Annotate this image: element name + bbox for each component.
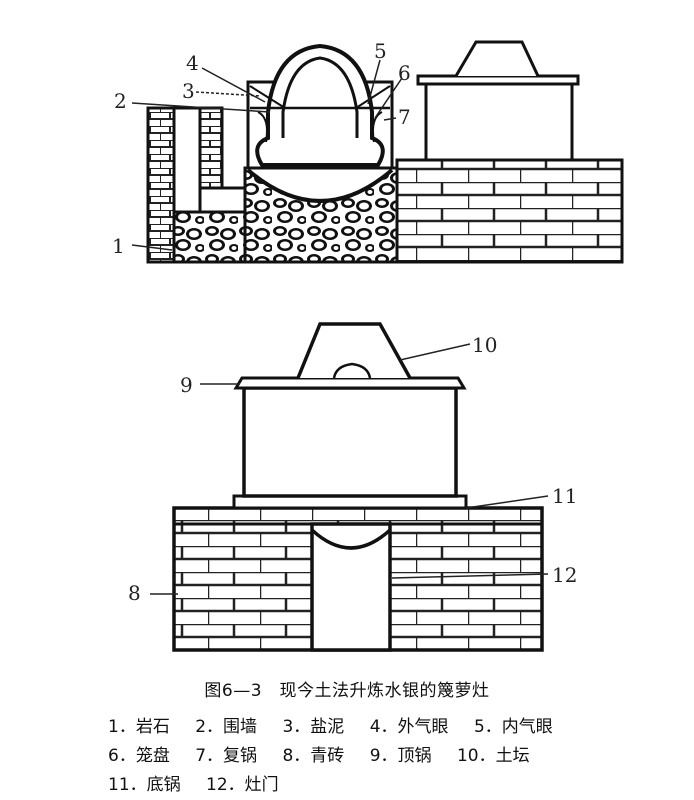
stove-door <box>310 522 392 652</box>
legend-item: 10．土坛 <box>456 746 530 766</box>
brick-column-inner <box>198 106 224 190</box>
right-pot-body <box>424 80 574 162</box>
bottom-pot <box>232 494 468 510</box>
legend-line-3: 11．底锅 12．灶门 <box>108 770 299 795</box>
callout-5: 5 <box>374 39 387 63</box>
callout-3: 3 <box>182 79 195 103</box>
callout-1: 1 <box>112 234 125 258</box>
elevation-diagram: 8 9 10 11 12 <box>128 322 577 652</box>
legend-item: 9．顶锅 <box>369 746 432 766</box>
callout-12: 12 <box>552 563 577 587</box>
legend-item: 2．围墙 <box>195 717 258 737</box>
legend-item: 6．笼盘 <box>108 746 170 766</box>
upper-pot <box>255 43 385 167</box>
right-pot-lid <box>454 40 540 77</box>
rock-fill-left <box>172 210 248 264</box>
pot-body <box>242 386 458 498</box>
brick-base-right <box>395 158 624 264</box>
legend-item: 4．外气眼 <box>369 717 449 737</box>
legend-line-2: 6．笼盘 7．复锅 8．青砖 9．顶锅 10．土坛 <box>108 741 550 766</box>
legend-item: 8．青砖 <box>282 746 345 766</box>
section-diagram: 1 2 3 4 5 6 7 <box>112 39 624 264</box>
legend-item: 5．内气眼 <box>473 717 553 737</box>
figure-caption: 图6—3 现今土法升炼水银的篾萝灶 <box>204 681 490 701</box>
legend-item: 1．岩石 <box>108 717 170 737</box>
callout-8: 8 <box>128 581 141 605</box>
callout-4: 4 <box>186 51 199 75</box>
top-pot <box>233 376 467 390</box>
callout-9: 9 <box>180 373 193 397</box>
legend-item: 7．复锅 <box>195 746 258 766</box>
legend-item: 3．盐泥 <box>282 717 345 737</box>
callout-10: 10 <box>472 333 497 357</box>
callout-2: 2 <box>114 89 127 113</box>
legend-item: 12．灶门 <box>206 775 279 795</box>
callout-7: 7 <box>398 105 411 129</box>
callout-11: 11 <box>552 484 577 508</box>
legend-line-1: 1．岩石 2．围墙 3．盐泥 4．外气眼 5．内气眼 <box>108 712 573 737</box>
callout-6: 6 <box>398 61 411 85</box>
brick-column-outer <box>146 106 176 264</box>
legend-item: 11．底锅 <box>108 775 181 795</box>
clay-jar <box>296 322 412 379</box>
furnace-diagram: 1 2 3 4 5 6 7 8 9 10 11 12 <box>112 39 624 652</box>
